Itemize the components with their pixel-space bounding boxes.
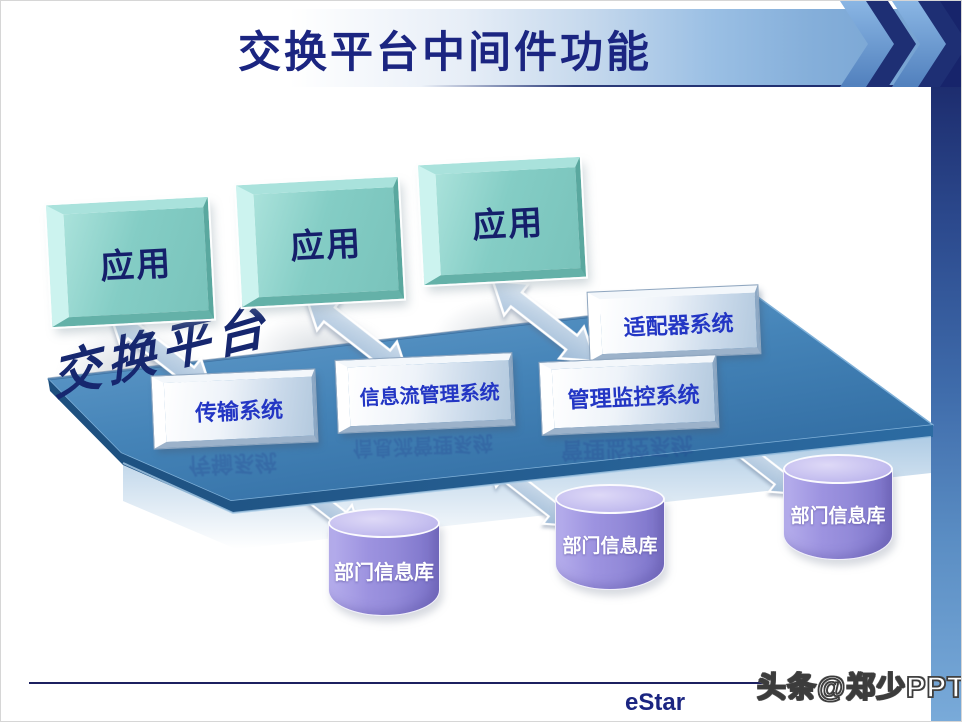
system-box-label: 信息流管理系统 bbox=[359, 381, 501, 410]
app-box-1: 应用 bbox=[43, 194, 217, 330]
box-reflection: 管理监控系统 bbox=[560, 432, 694, 463]
database-label: 部门信息库 bbox=[562, 535, 658, 557]
app-box-label: 应用 bbox=[289, 224, 364, 267]
system-box-label: 传输系统 bbox=[194, 396, 284, 426]
database-cylinder-3: 部门信息库 bbox=[783, 454, 893, 560]
database-label: 部门信息库 bbox=[790, 505, 886, 527]
footer-brand: eStar bbox=[625, 689, 686, 716]
database-cylinder-2: 部门信息库 bbox=[555, 484, 665, 590]
app-box-label: 应用 bbox=[99, 244, 174, 287]
app-box-label: 应用 bbox=[471, 203, 546, 246]
platform-front-edge bbox=[48, 379, 933, 513]
cylinder-top bbox=[783, 454, 893, 484]
system-box-monitor: 管理监控系统 bbox=[538, 354, 720, 436]
app-box-2: 应用 bbox=[233, 174, 407, 310]
cylinder-top bbox=[328, 508, 440, 538]
page-title: 交换平台中间件功能 bbox=[238, 29, 652, 77]
system-box-adapter: 适配器系统 bbox=[586, 284, 762, 362]
right-sidebar-decoration bbox=[929, 87, 961, 721]
title-band bbox=[1, 9, 961, 87]
system-box-label: 管理监控系统 bbox=[567, 381, 701, 413]
system-box-label: 适配器系统 bbox=[623, 309, 735, 340]
platform-front-highlight bbox=[122, 436, 932, 515]
box-reflection: 传输系统 bbox=[188, 449, 278, 478]
box-reflection: 信息流管理系统 bbox=[352, 430, 494, 460]
app-box-3: 应用 bbox=[415, 154, 589, 288]
database-cylinder-1: 部门信息库 bbox=[328, 508, 440, 616]
system-box-infoflow: 信息流管理系统 bbox=[334, 352, 516, 434]
watermark: 头条@郑少PPT bbox=[756, 671, 962, 705]
title-band-edge bbox=[421, 85, 933, 87]
system-box-transport: 传输系统 bbox=[150, 368, 319, 450]
database-label: 部门信息库 bbox=[334, 561, 434, 584]
footer-divider bbox=[29, 682, 766, 684]
cylinder-top bbox=[555, 484, 665, 514]
